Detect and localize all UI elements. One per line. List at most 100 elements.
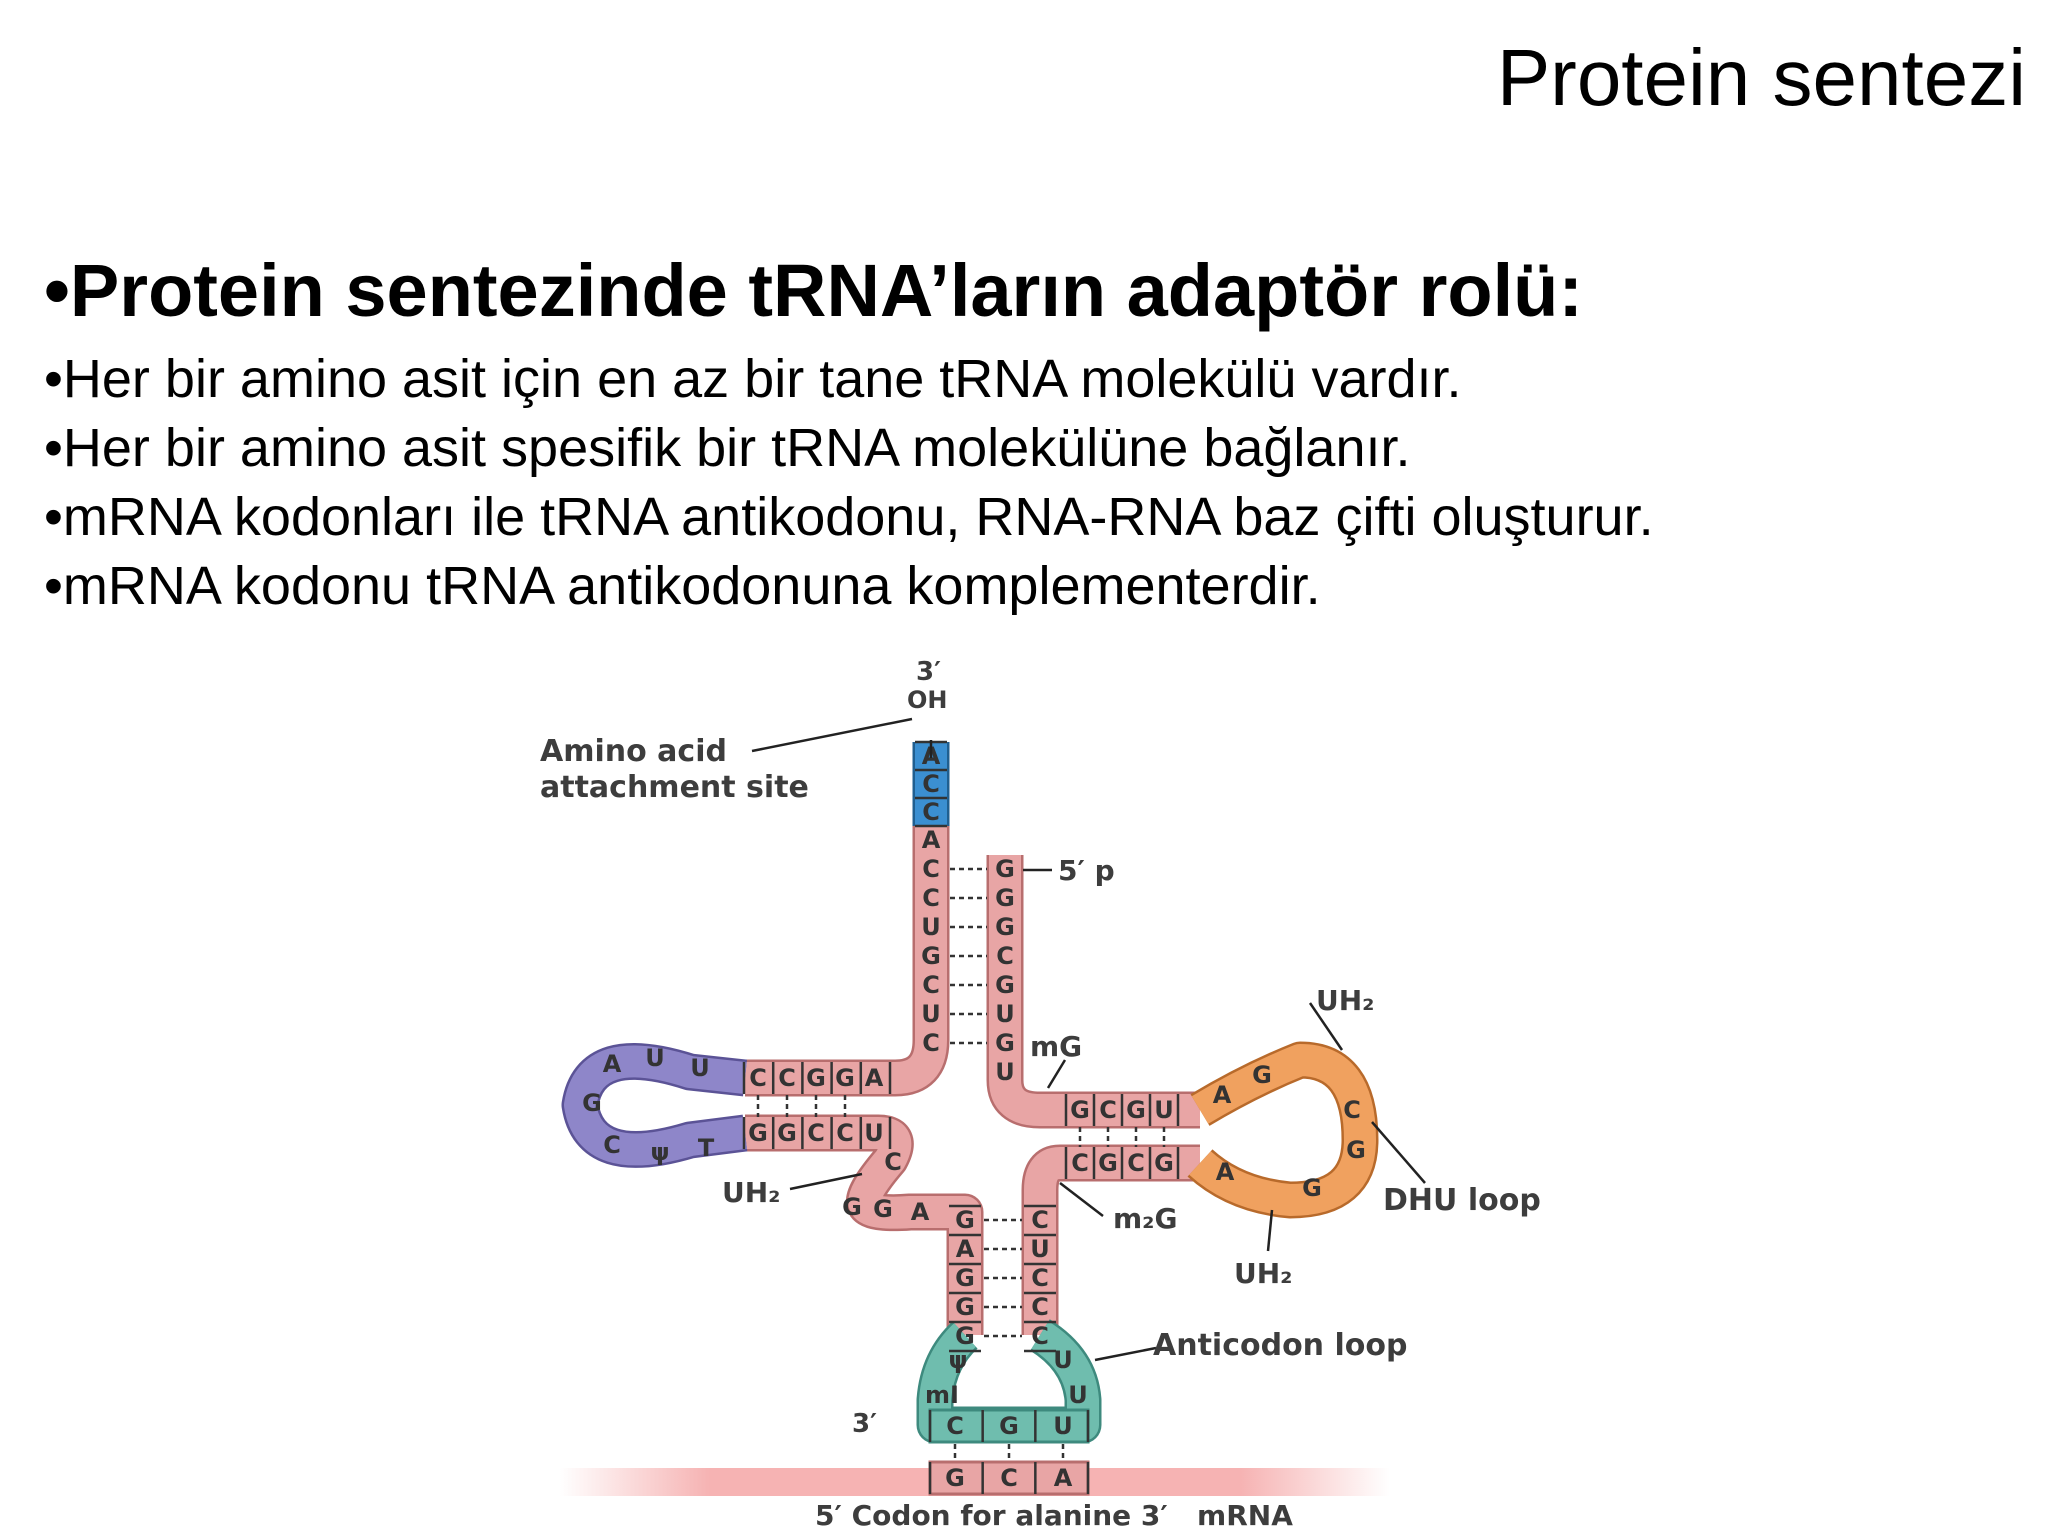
nucleotide-base: C: [1031, 1206, 1049, 1234]
backbone-segment: [1024, 1147, 1200, 1335]
nucleotide-base: G: [955, 1293, 975, 1321]
nucleotide-base: U: [1053, 1346, 1073, 1374]
anticodon-loop-label: Anticodon loop: [1153, 1328, 1407, 1363]
nucleotide-base: C: [922, 1029, 940, 1057]
slide-heading: •Protein sentezinde tRNA’ların adaptör r…: [44, 249, 1583, 332]
nucleotide-base: G: [873, 1195, 893, 1223]
nucleotide-base: T: [698, 1134, 715, 1162]
trna-backbone: [561, 742, 1379, 1496]
bullet-item: Her bir amino asit için en az bir tane t…: [44, 345, 1654, 414]
three-prime-label: 3′: [916, 657, 941, 687]
nucleotide-base: C: [836, 1119, 854, 1147]
mrna-caption: 5′ Codon for alanine 3′ mRNA: [815, 1499, 1293, 1532]
nucleotide-base: U: [645, 1044, 665, 1072]
nucleotide-base: C: [1099, 1096, 1117, 1124]
backbone-segment: [989, 855, 1200, 1126]
bullet-list: Her bir amino asit için en az bir tane t…: [44, 345, 1654, 621]
nucleotide-base: G: [835, 1064, 855, 1092]
nucleotide-base: U: [1068, 1381, 1088, 1409]
nucleotide-base: C: [807, 1119, 825, 1147]
nucleotide-base: C: [1343, 1096, 1361, 1124]
nucleotide-base: G: [1346, 1136, 1366, 1164]
nucleotide-base: C: [778, 1064, 796, 1092]
uh2-top-label: UH₂: [1316, 984, 1374, 1017]
nucleotide-base: U: [921, 1000, 941, 1028]
nucleotide-base: C: [922, 971, 940, 999]
nucleotide-base: G: [995, 855, 1015, 883]
nucleotide-base: mI: [925, 1381, 959, 1409]
nucleotide-base: C: [1071, 1149, 1089, 1177]
nucleotide-base: G: [995, 884, 1015, 912]
nucleotide-base: C: [603, 1131, 621, 1159]
nucleotide-base: G: [921, 942, 941, 970]
nucleotide-base: C: [749, 1064, 767, 1092]
label-pointers: [751, 717, 1426, 1362]
nucleotide-base: G: [748, 1119, 768, 1147]
nucleotide-base: G: [1070, 1096, 1090, 1124]
base-pair-bonds: [756, 867, 1166, 1460]
nucleotide-base: G: [999, 1412, 1019, 1440]
m2g-label: m₂G: [1113, 1202, 1177, 1235]
nucleotide-base: A: [865, 1064, 884, 1092]
nucleotide-base: C: [884, 1148, 902, 1176]
nucleotide-base: U: [1053, 1412, 1073, 1440]
uh2-left-label: UH₂: [722, 1176, 780, 1209]
backbone-segment: [745, 826, 950, 1097]
nucleotide-base: G: [955, 1264, 975, 1292]
nucleotide-base: G: [1098, 1149, 1118, 1177]
backbone-segment: [745, 1117, 981, 1335]
nucleotide-base: ψ: [650, 1138, 669, 1166]
dhu-loop-label: DHU loop: [1383, 1183, 1541, 1218]
five-prime-p-label: 5′ p: [1058, 854, 1115, 887]
bullet-item: Her bir amino asit spesifik bir tRNA mol…: [44, 414, 1654, 483]
nucleotide-base: A: [922, 826, 941, 854]
nucleotide-base: C: [922, 770, 940, 798]
nucleotide-base: C: [1031, 1293, 1049, 1321]
nucleotide-base: A: [1054, 1464, 1073, 1492]
nucleotide-base: U: [995, 1058, 1015, 1086]
backbone-segment: [1021, 1144, 1200, 1335]
nucleotide-base: C: [1031, 1264, 1049, 1292]
nucleotide-base: ψ: [948, 1346, 967, 1374]
nucleotide-base: G: [995, 971, 1015, 999]
slide-title: Protein sentezi: [1496, 33, 2026, 122]
backbone-segment: [986, 855, 1200, 1129]
nucleotide-base: U: [690, 1054, 710, 1082]
nucleotide-base: U: [1030, 1235, 1050, 1263]
nucleotide-base: G: [777, 1119, 797, 1147]
nucleotide-base: C: [922, 884, 940, 912]
nucleotide-base: G: [1126, 1096, 1146, 1124]
oh-label: OH: [907, 686, 948, 714]
anticodon-three-prime-label: 3′: [852, 1409, 877, 1439]
nucleotide-base: C: [922, 855, 940, 883]
nucleotide-base: C: [1000, 1464, 1018, 1492]
nucleotide-base: G: [955, 1206, 975, 1234]
nucleotide-base: C: [996, 942, 1014, 970]
nucleotide-base: G: [842, 1193, 862, 1221]
nucleotide-base: G: [806, 1064, 826, 1092]
bullet-item: mRNA kodonları ile tRNA antikodonu, RNA-…: [44, 483, 1654, 552]
nucleotide-base: G: [582, 1089, 602, 1117]
nucleotide-base: A: [911, 1198, 930, 1226]
backbone-segment: [564, 1045, 748, 1166]
nucleotide-base: C: [1031, 1322, 1049, 1350]
nucleotide-base: U: [995, 1000, 1015, 1028]
nucleotide-base: U: [1154, 1096, 1174, 1124]
nucleotide-base: C: [1127, 1149, 1145, 1177]
nucleotide-base: U: [864, 1119, 884, 1147]
nucleotide-base: G: [1302, 1174, 1322, 1202]
nucleotide-base: G: [955, 1322, 975, 1350]
amino-acid-label-line2: attachment site: [540, 770, 809, 805]
nucleotide-base: G: [995, 913, 1015, 941]
bullet-item: mRNA kodonu tRNA antikodonuna komplement…: [44, 552, 1654, 621]
nucleotide-base: A: [1216, 1158, 1235, 1186]
nucleotide-base: G: [1154, 1149, 1174, 1177]
nucleotide-base: C: [946, 1412, 964, 1440]
nucleotide-base: U: [921, 913, 941, 941]
nucleotide-base: A: [603, 1050, 622, 1078]
nucleotide-base: A: [1213, 1081, 1232, 1109]
amino-acid-label-line1: Amino acid: [540, 734, 727, 769]
backbone-segment: [1189, 1044, 1376, 1216]
